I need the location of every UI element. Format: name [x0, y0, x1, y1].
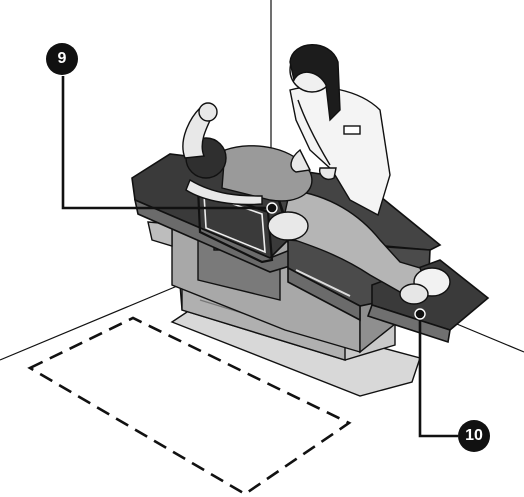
callout-9-badge: 9 — [46, 43, 78, 75]
callout-10-badge: 10 — [458, 420, 490, 452]
callout-9-label: 9 — [58, 50, 67, 68]
callout-10-label: 10 — [465, 427, 483, 445]
